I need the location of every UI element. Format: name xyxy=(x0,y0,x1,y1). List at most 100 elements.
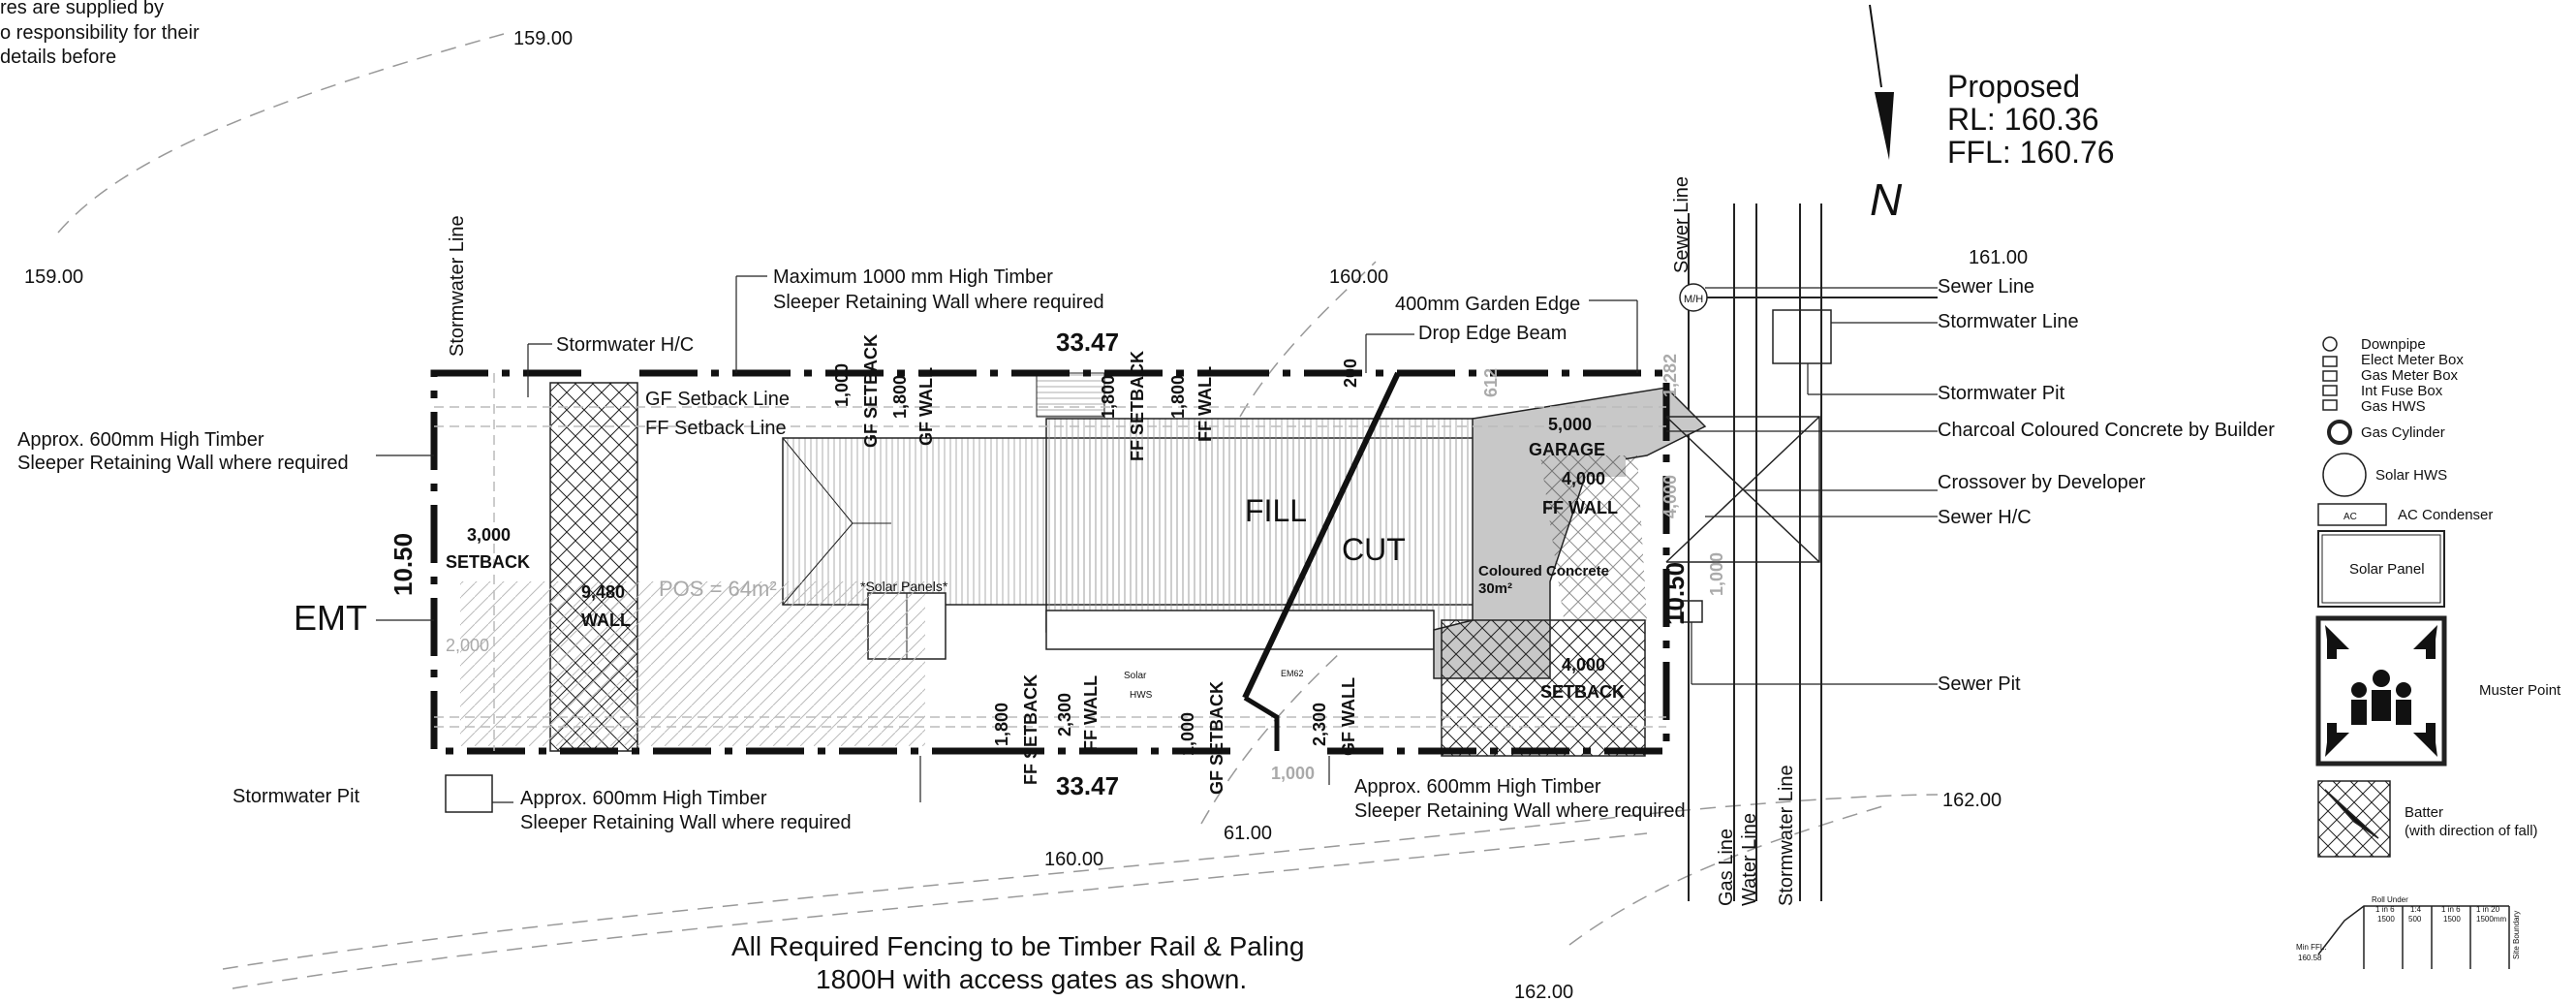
batter-right xyxy=(1441,619,1646,757)
coloured-concrete-1: Coloured Concrete xyxy=(1478,563,1609,579)
setback-b: SETBACK xyxy=(1540,682,1625,702)
service-lines xyxy=(1688,204,1938,901)
solar-panels-label: *Solar Panels* xyxy=(860,579,948,594)
approx-wall-left-1: Approx. 600mm High Timber xyxy=(17,429,264,451)
manhole xyxy=(1679,283,1708,312)
section-side: Site Boundary xyxy=(2512,911,2521,959)
level-162-a: 162.00 xyxy=(1942,790,2002,811)
ff-wall-b: FF WALL xyxy=(1542,498,1618,517)
top-left-note-1: res are supplied by xyxy=(0,0,164,18)
ff-setback-line: FF Setback Line xyxy=(645,418,787,439)
section-c4-2: 1500mm xyxy=(2476,915,2506,924)
section-c1-3: 1500 xyxy=(2377,915,2395,924)
level-162-b: 162.00 xyxy=(1514,982,1573,1002)
stormwater-pit-right: Stormwater Pit xyxy=(1938,383,2065,404)
north-arrow: N xyxy=(1869,4,1903,225)
proposed-title: Proposed xyxy=(1947,69,2080,104)
garage-label: GARAGE xyxy=(1529,440,1605,459)
d4000a: 4,000 xyxy=(1562,469,1605,488)
contour-lines xyxy=(57,33,1939,989)
gf-setback-a: GF SETBACK xyxy=(861,334,881,448)
section-c3-1: 1 in 6 xyxy=(2441,905,2461,914)
water-line: Water Line xyxy=(1739,813,1760,906)
legend-batter-1: Batter xyxy=(2405,804,2443,821)
mh-label: M/H xyxy=(1684,294,1703,305)
stormwater-line-left: Stormwater Line xyxy=(447,215,468,357)
level-160-a: 160.00 xyxy=(1329,266,1388,288)
approx-wall-br-1: Approx. 600mm High Timber xyxy=(1354,776,1601,798)
level-159-b: 159.00 xyxy=(24,266,83,288)
d1800c: 1,800 xyxy=(1168,375,1188,419)
cut-label: CUT xyxy=(1342,532,1406,567)
section-minffl-1: Min FFL: xyxy=(2296,943,2327,952)
pos-label: POS = 64m² xyxy=(659,577,777,601)
d1000b: 1,000 xyxy=(1178,712,1197,756)
legend-elect-meter: Elect Meter Box xyxy=(2361,352,2464,368)
legend-solar-panel: Solar Panel xyxy=(2349,561,2425,578)
level-161: 161.00 xyxy=(1969,247,2028,268)
setback-lines xyxy=(434,373,1666,751)
gf-setback-b: GF SETBACK xyxy=(1207,681,1226,795)
legend-muster-point: Muster Point xyxy=(2479,682,2561,699)
legend-downpipe: Downpipe xyxy=(2361,336,2426,353)
approx-wall-left-2: Sleeper Retaining Wall where required xyxy=(17,453,349,474)
approx-wall-bl-1: Approx. 600mm High Timber xyxy=(520,788,767,809)
legend-gas-hws: Gas HWS xyxy=(2361,398,2426,415)
muster-point-icon xyxy=(2325,625,2437,757)
legend-ac-condenser: AC Condenser xyxy=(2398,507,2493,523)
proposed-ffl: FFL: 160.76 xyxy=(1947,135,2115,170)
ff-wall-c: FF WALL xyxy=(1081,675,1101,751)
d1800b: 1,800 xyxy=(1099,375,1118,419)
d1000a: 1,000 xyxy=(832,363,852,407)
section-c2-1: 1:4 xyxy=(2410,905,2422,914)
ff-wall-a: FF WALL xyxy=(1195,366,1215,442)
crossover xyxy=(1665,309,1832,623)
stormwater-line-right: Stormwater Line xyxy=(1938,311,2079,332)
leaders xyxy=(376,275,1938,803)
ff-setback-b: FF SETBACK xyxy=(1021,674,1040,785)
approx-wall-br-2: Sleeper Retaining Wall where required xyxy=(1354,800,1686,822)
d1282: 1,282 xyxy=(1660,354,1680,397)
d4000v: 4,000 xyxy=(1660,475,1680,518)
dim-bottom: 33.47 xyxy=(1056,771,1119,800)
stormwater-line-bottom: Stormwater Line xyxy=(1776,765,1797,906)
house-footprint xyxy=(782,387,1707,679)
top-left-note-3: details before xyxy=(0,47,116,68)
batter-drive xyxy=(1540,455,1647,659)
dim-left: 10.50 xyxy=(388,533,418,596)
section-c1-1: Roll Under xyxy=(2372,895,2408,904)
d612: 612 xyxy=(1481,368,1501,397)
drop-edge: Drop Edge Beam xyxy=(1418,323,1567,344)
legend-ac-box: AC xyxy=(2343,512,2357,522)
d3000: 3,000 xyxy=(467,525,511,545)
solar-hws-2: HWS xyxy=(1130,690,1153,701)
d5000: 5,000 xyxy=(1548,415,1592,434)
dim-top: 33.47 xyxy=(1056,328,1119,357)
legend-int-fuse: Int Fuse Box xyxy=(2361,383,2443,399)
fencing-note-1: All Required Fencing to be Timber Rail &… xyxy=(731,931,1304,961)
charcoal-concrete: Charcoal Coloured Concrete by Builder xyxy=(1938,420,2275,441)
legend-symbols xyxy=(2315,336,2510,969)
section-c2-2: 500 xyxy=(2408,915,2422,924)
fill-label: FILL xyxy=(1245,493,1307,528)
ff-setback-a: FF SETBACK xyxy=(1128,351,1147,461)
level-160-b: 160.00 xyxy=(1044,849,1103,870)
gf-wall-b: GF WALL xyxy=(1339,677,1358,756)
cut-fill-line xyxy=(1242,371,1401,700)
section-c4-1: 1 in 20 xyxy=(2476,905,2500,914)
north-label: N xyxy=(1870,174,1903,225)
coloured-concrete-2: 30m² xyxy=(1478,580,1512,597)
fencing-note-2: 1800H with access gates as shown. xyxy=(816,964,1247,994)
garden-edge: 400mm Garden Edge xyxy=(1395,294,1580,315)
gf-setback-line: GF Setback Line xyxy=(645,389,790,410)
d1000v: 1,000 xyxy=(1707,552,1726,596)
solar-hws-1: Solar xyxy=(1124,671,1147,681)
stormwater-hc: Stormwater H/C xyxy=(556,334,694,356)
d4000b: 4,000 xyxy=(1562,655,1605,674)
legend-batter-2: (with direction of fall) xyxy=(2405,823,2538,839)
d1800d: 1,800 xyxy=(992,703,1011,746)
dim-right: 10.50 xyxy=(1660,562,1690,625)
gas-line: Gas Line xyxy=(1716,829,1737,906)
level-61: 61.00 xyxy=(1224,823,1272,844)
sewer-line-vertical: Sewer Line xyxy=(1671,176,1692,273)
